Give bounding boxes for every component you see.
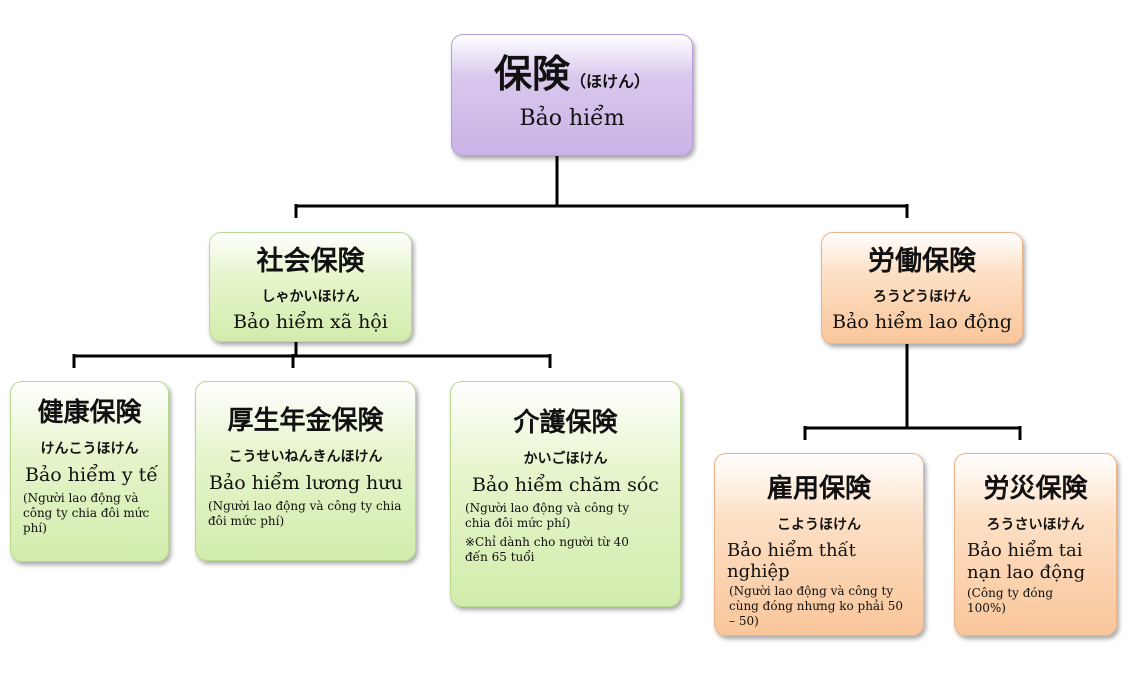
accident-kanji: 労災保険 — [983, 474, 1088, 504]
care-kanji: 介護保険 — [513, 408, 618, 438]
employment-note: (Người lao động và công ty cùng đóng như… — [729, 584, 904, 628]
care-insurance-node: 介護保険 かいごほけん Bảo hiểm chăm sóc (Người lao… — [450, 381, 681, 607]
accident-kana: ろうさいほけん — [986, 517, 1085, 533]
labor-insurance-node: 労働保険 ろうどうほけん Bảo hiểm lao động — [821, 232, 1023, 344]
pension-vi: Bảo hiểm lương hưu — [209, 472, 403, 494]
employment-vi: Bảo hiểm thất nghiệp — [727, 540, 856, 582]
employment-kanji: 雇用保険 — [766, 474, 871, 504]
care-age-note: ※Chỉ dành cho người từ 40 đến 65 tuổi — [465, 535, 629, 564]
care-note: (Người lao động và công ty chia đôi mức … — [465, 501, 630, 530]
labor-kana: ろうどうほけん — [873, 289, 971, 305]
social-kanji: 社会保険 — [256, 246, 365, 277]
labor-vi: Bảo hiểm lao động — [832, 311, 1012, 333]
social-kana: しゃかいほけん — [261, 289, 360, 305]
pension-kana: こうせいねんきんほけん — [228, 449, 383, 465]
root-kana: （ほけん） — [570, 72, 651, 91]
root-node: 保険（ほけん） Bảo hiểm — [451, 34, 693, 156]
accident-note: (Công ty đóng 100%) — [967, 586, 1054, 615]
pension-insurance-node: 厚生年金保険 こうせいねんきんほけん Bảo hiểm lương hưu (N… — [195, 381, 416, 561]
pension-note: (Người lao động và công ty chia đôi mức … — [208, 499, 402, 528]
root-kanji: 保険 — [493, 52, 570, 96]
social-insurance-node: 社会保険 しゃかいほけん Bảo hiểm xã hội — [209, 232, 412, 342]
health-note: (Người lao động và công ty chia đôi mức … — [23, 491, 150, 535]
health-insurance-node: 健康保険 けんこうほけん Bảo hiểm y tế (Người lao độ… — [10, 381, 169, 562]
pension-kanji: 厚生年金保険 — [227, 406, 384, 436]
labor-kanji: 労働保険 — [868, 246, 976, 277]
employment-kana: こようほけん — [777, 517, 861, 533]
care-vi: Bảo hiểm chăm sóc — [472, 474, 659, 496]
accident-insurance-node: 労災保険 ろうさいほけん Bảo hiểm tai nạn lao động (… — [954, 453, 1117, 636]
social-vi: Bảo hiểm xã hội — [233, 311, 388, 333]
health-kana: けんこうほけん — [40, 441, 139, 457]
care-kana: かいごほけん — [523, 451, 608, 467]
accident-vi: Bảo hiểm tai nạn lao động — [967, 540, 1086, 583]
health-vi: Bảo hiểm y tế — [25, 464, 158, 486]
health-kanji: 健康保険 — [37, 398, 142, 428]
root-vi: Bảo hiểm — [519, 106, 625, 131]
employment-insurance-node: 雇用保険 こようほけん Bảo hiểm thất nghiệp (Người … — [714, 453, 924, 636]
